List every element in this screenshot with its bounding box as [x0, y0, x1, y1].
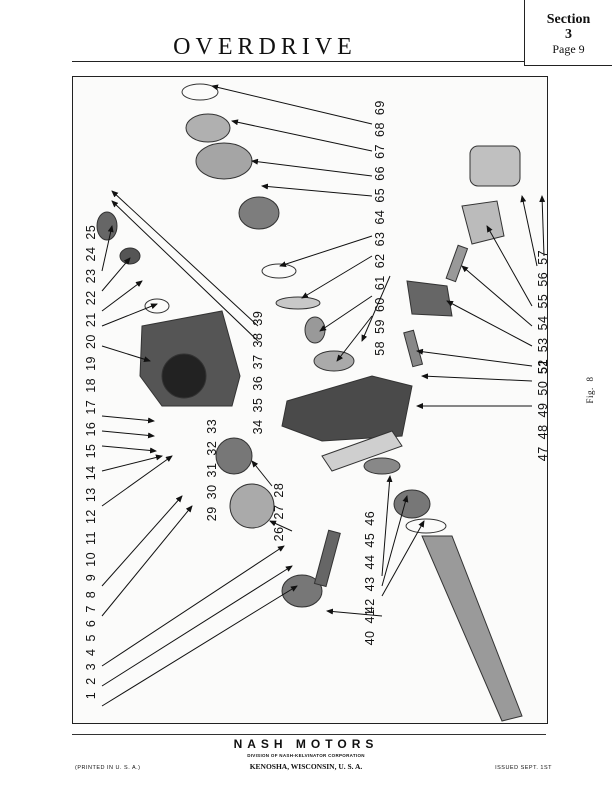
footer-rule [72, 734, 546, 735]
callout-labels-9-25: 9 10 11 12 13 14 15 16 17 18 19 20 21 22… [84, 224, 98, 582]
plate-part [275, 296, 321, 310]
adapter-housing-part [281, 375, 413, 442]
printed-note: (PRINTED IN U. S. A.) [75, 765, 141, 771]
callout-labels-58-69: 58 59 60 61 62 63 64 65 66 67 68 69 [373, 100, 387, 356]
snap-ring-part [181, 83, 219, 101]
sun-gear-part [215, 437, 253, 475]
section-number: 3 [565, 27, 572, 42]
callout-labels-52-57: 52 53 54 55 56 57 [536, 249, 550, 375]
shaft-end-part [96, 211, 118, 241]
division-line: DIVISION OF NASH-KELVINATOR CORPORATION [247, 753, 365, 758]
header-rule [72, 61, 524, 62]
issued-note: ISSUED SEPT. 1ST [495, 765, 552, 771]
section-label: Section [546, 12, 591, 27]
section-box: Section 3 Page 9 [524, 0, 612, 66]
cover-part [406, 280, 453, 317]
parts [96, 83, 523, 722]
plate-part [461, 200, 505, 245]
callout-labels-34-36: 34 35 36 [251, 375, 265, 435]
spring-part [403, 329, 424, 368]
clutch-drum-part [229, 483, 275, 529]
company-name: NASH MOTORS [233, 737, 379, 751]
solenoid-part [469, 145, 521, 187]
ring-gear-part [185, 113, 231, 143]
callout-labels-29-33: 29 30 31 32 33 [205, 418, 219, 522]
callout-labels-26-28: 26 27 28 [272, 482, 286, 542]
page-number: Page 9 [552, 42, 585, 56]
callout-labels-40-41: 40 41 [363, 608, 377, 646]
main-shaft-part [421, 535, 523, 722]
callout-labels-1-8: 1 2 3 4 5 6 7 8 [84, 590, 98, 700]
callout-labels-42-46: 42 43 44 45 46 [363, 510, 377, 614]
ring-gear-housing-part [195, 142, 253, 180]
snap-ring-part [261, 263, 297, 279]
company-address: KENOSHA, WISCONSIN, U. S. A. [249, 762, 363, 771]
gasket-part [321, 430, 403, 472]
callout-labels-37-39: 37 38 39 [251, 310, 265, 370]
exploded-parts-diagram [96, 83, 546, 722]
bearing-part [238, 196, 280, 230]
bearing-part [393, 489, 431, 519]
spring-part [313, 529, 341, 588]
callout-arrows [101, 84, 546, 707]
gear-part [281, 574, 323, 608]
figure-caption: Fig. 8 [585, 376, 595, 404]
page-title: OVERDRIVE [173, 34, 357, 60]
cage-part [313, 350, 355, 372]
